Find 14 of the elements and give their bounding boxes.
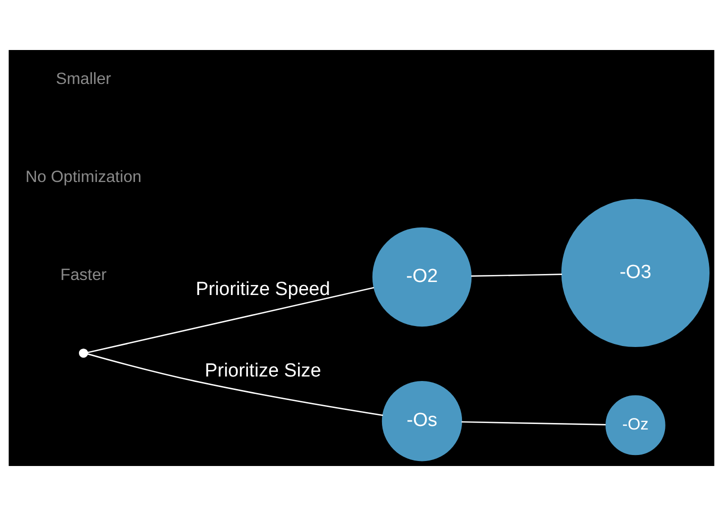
connector — [471, 274, 562, 277]
connector — [88, 286, 374, 354]
node-circle: -Oz — [606, 395, 666, 456]
node-point — [78, 348, 88, 358]
connector — [87, 353, 384, 416]
node-circle: -O3 — [561, 198, 710, 348]
label: No Optimization — [26, 168, 142, 186]
node-circle: -Os — [382, 381, 462, 462]
node-circle: -O2 — [372, 227, 472, 327]
edge-label: Prioritize Speed — [196, 278, 330, 300]
edge-label: Prioritize Size — [204, 360, 322, 382]
label: Faster — [60, 266, 107, 284]
label: Smaller — [56, 70, 112, 88]
connector — [462, 421, 606, 426]
